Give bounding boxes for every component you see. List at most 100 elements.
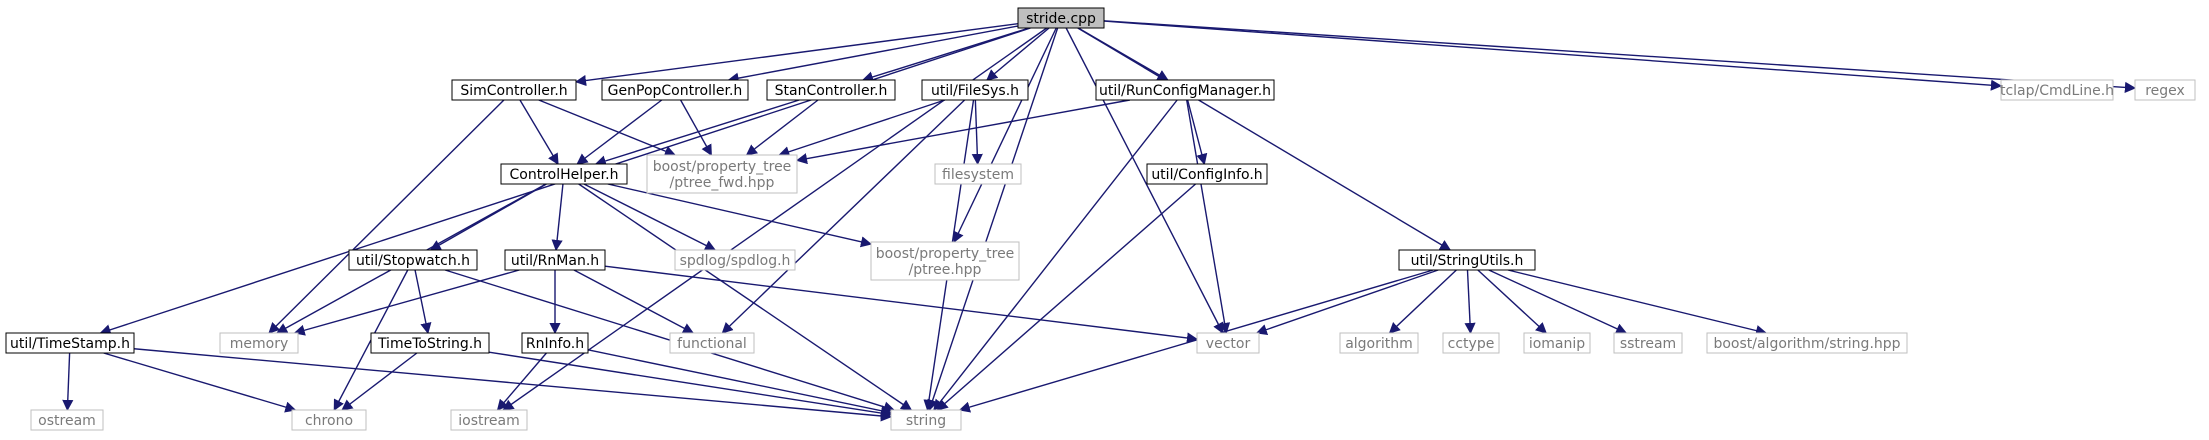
node-box — [1339, 332, 1419, 354]
node-stan[interactable]: StanController.h — [766, 79, 896, 101]
edge-timestamp-to-ostream — [62, 352, 74, 412]
node-label: cctype — [1448, 336, 1495, 352]
edge-controlhelper-to-string — [578, 183, 913, 411]
node-label: ControlHelper.h — [510, 167, 619, 183]
edge-stringutils-to-iomanip — [1477, 269, 1547, 334]
node-ptreefwd: boost/property_tree/ptree_fwd.hpp — [646, 154, 798, 194]
node-box — [890, 409, 962, 431]
node-stringutils[interactable]: util/StringUtils.h — [1398, 249, 1536, 271]
edge-runcfg-to-vector — [1186, 99, 1231, 335]
node-sstream: sstream — [1613, 332, 1683, 354]
edge-stringutils-to-algorithm — [1388, 269, 1457, 334]
node-label: GenPopController.h — [608, 83, 743, 99]
node-rnman[interactable]: util/RnMan.h — [504, 249, 606, 271]
node-label: tclap/CmdLine.h — [2000, 83, 2114, 99]
node-memory: memory — [219, 332, 299, 354]
node-timestamp[interactable]: util/TimeStamp.h — [5, 332, 135, 354]
edge-simcontroller-to-memory — [268, 99, 505, 334]
node-label: util/FileSys.h — [931, 83, 1019, 99]
node-filesystem: filesystem — [934, 163, 1022, 185]
node-box — [601, 79, 749, 101]
edge-stride-to-stringutils — [1077, 27, 1452, 251]
node-label: StanController.h — [775, 83, 888, 99]
edge-genpop-to-controlhelper — [576, 99, 663, 165]
node-chrono: chrono — [291, 409, 367, 431]
node-label: sstream — [1620, 336, 1676, 352]
node-box — [30, 409, 104, 431]
node-box — [2134, 79, 2196, 101]
node-box — [674, 249, 796, 271]
node-label: SimController.h — [460, 83, 567, 99]
node-box — [451, 79, 577, 101]
node-box — [1398, 249, 1536, 271]
node-label: stride.cpp — [1026, 11, 1096, 27]
node-box — [1442, 332, 1500, 354]
node-box — [1095, 79, 1275, 101]
node-label: algorithm — [1345, 336, 1413, 352]
edge-stringutils-to-boostalgo — [1507, 269, 1768, 337]
node-label: functional — [677, 336, 747, 352]
edge-stride-to-stan — [861, 27, 1030, 83]
edge-filesys-to-filesystem — [971, 99, 983, 166]
node-box — [348, 249, 478, 271]
node-simcontroller[interactable]: SimController.h — [451, 79, 577, 101]
node-box — [870, 241, 1020, 281]
edge-stride-to-simcontroller — [574, 22, 1019, 87]
node-rninfo[interactable]: RnInfo.h — [521, 332, 589, 354]
edge-stride-to-filesys — [986, 27, 1050, 81]
node-label: util/RnMan.h — [511, 253, 599, 269]
node-genpop[interactable]: GenPopController.h — [601, 79, 749, 101]
edge-stride-to-genpop — [727, 25, 1019, 84]
node-label: vector — [1206, 336, 1251, 352]
edge-runcfg-to-configinfo — [1186, 99, 1208, 166]
edge-stride-to-regex — [1103, 20, 2137, 93]
edge-timestamp-to-string — [133, 348, 893, 422]
node-configinfo[interactable]: util/ConfigInfo.h — [1146, 163, 1268, 185]
edge-stan-to-controlhelper — [594, 99, 800, 167]
node-label: ostream — [38, 413, 96, 429]
node-box — [766, 79, 896, 101]
node-label: iomanip — [1529, 336, 1585, 352]
node-box — [921, 79, 1029, 101]
node-label: util/TimeStamp.h — [10, 336, 130, 352]
node-label: spdlog/spdlog.h — [680, 253, 791, 269]
node-label: /ptree.hpp — [909, 262, 982, 278]
edge-simcontroller-to-controlhelper — [519, 99, 559, 165]
edge-genpop-to-ptreefwd — [679, 99, 712, 156]
edge-stringutils-to-cctype — [1464, 269, 1476, 335]
node-box — [521, 332, 589, 354]
node-box — [934, 163, 1022, 185]
node-box — [370, 332, 490, 354]
edge-stride-to-ptree — [953, 27, 1057, 244]
edge-rnman-to-vector — [604, 265, 1199, 344]
node-regex: regex — [2134, 79, 2196, 101]
node-box — [1613, 332, 1683, 354]
node-controlhelper[interactable]: ControlHelper.h — [500, 163, 628, 185]
node-box — [1017, 7, 1105, 29]
node-stride[interactable]: stride.cpp — [1017, 7, 1105, 29]
node-cctype: cctype — [1442, 332, 1500, 354]
node-ptree: boost/property_tree/ptree.hpp — [870, 241, 1020, 281]
edge-stan-to-ptreefwd — [745, 99, 819, 156]
node-label: filesystem — [942, 167, 1014, 183]
edge-controlhelper-to-rnman — [551, 183, 564, 252]
edge-stride-to-vector — [1065, 27, 1224, 334]
edge-stride-to-string — [927, 27, 1059, 412]
node-iostream: iostream — [450, 409, 528, 431]
node-label: chrono — [305, 413, 353, 429]
node-string: string — [890, 409, 962, 431]
node-box — [1523, 332, 1591, 354]
edge-controlhelper-to-spdlog — [583, 183, 717, 251]
node-timetostring[interactable]: TimeToString.h — [370, 332, 490, 354]
node-tclap: tclap/CmdLine.h — [2000, 79, 2114, 101]
node-filesys[interactable]: util/FileSys.h — [921, 79, 1029, 101]
node-box — [450, 409, 528, 431]
node-box — [291, 409, 367, 431]
node-vector: vector — [1196, 332, 1260, 354]
node-stopwatch[interactable]: util/Stopwatch.h — [348, 249, 478, 271]
node-ostream: ostream — [30, 409, 104, 431]
node-runcfg[interactable]: util/RunConfigManager.h — [1095, 79, 1275, 101]
edge-rnman-to-functional — [573, 269, 695, 334]
